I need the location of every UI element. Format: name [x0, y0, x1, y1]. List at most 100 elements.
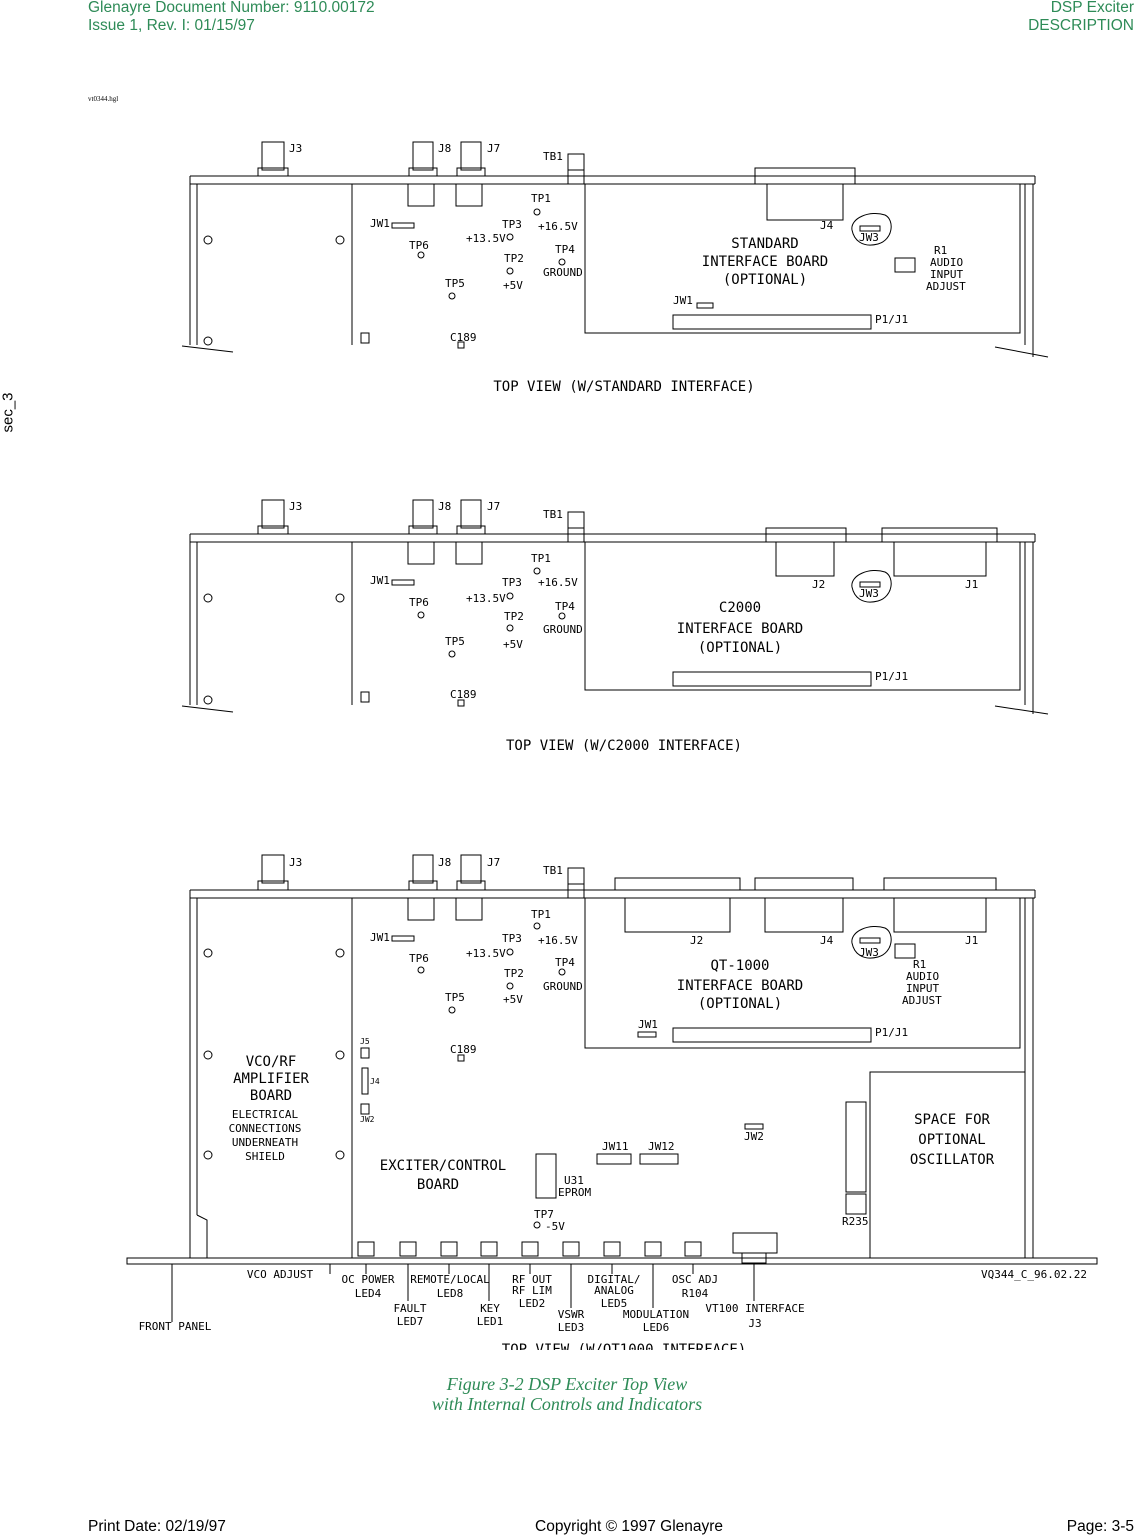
svg-text:TP3: TP3 [502, 576, 522, 589]
svg-text:INPUT: INPUT [930, 268, 963, 281]
svg-text:OC POWER: OC POWER [342, 1273, 395, 1286]
svg-text:OPTIONAL: OPTIONAL [918, 1132, 985, 1148]
svg-text:AMPLIFIER: AMPLIFIER [233, 1071, 309, 1087]
svg-text:TP4: TP4 [555, 600, 575, 613]
svg-text:R1: R1 [913, 958, 926, 971]
svg-text:(OPTIONAL): (OPTIONAL) [723, 272, 807, 288]
board-name-1: STANDARD [731, 236, 798, 252]
svg-text:R104: R104 [682, 1287, 709, 1300]
svg-text:JW3: JW3 [859, 946, 879, 959]
svg-text:TP2: TP2 [504, 610, 524, 623]
svg-text:J1: J1 [965, 578, 978, 591]
view-c2000: J3 J8 J7 TB1 TP1 +16.5V TP3 +13.5V TP4 G… [181, 499, 1049, 754]
svg-text:J3: J3 [748, 1317, 761, 1330]
svg-text:TP7: TP7 [534, 1208, 554, 1221]
svg-text:TB1: TB1 [543, 508, 563, 521]
svg-text:U31: U31 [564, 1174, 584, 1187]
svg-text:CONNECTIONS: CONNECTIONS [229, 1122, 302, 1135]
issue-rev: Issue 1, Rev. I: 01/15/97 [88, 17, 255, 34]
svg-text:+16.5V: +16.5V [538, 576, 578, 589]
label-j3: J3 [289, 142, 302, 155]
figure-caption: Figure 3-2 DSP Exciter Top View with Int… [0, 1374, 1134, 1414]
label-tp1: TP1 [531, 192, 551, 205]
svg-text:INTERFACE BOARD: INTERFACE BOARD [677, 621, 803, 637]
svg-text:JW11: JW11 [602, 1140, 629, 1153]
svg-text:JW1: JW1 [370, 931, 390, 944]
svg-text:JW3: JW3 [859, 587, 879, 600]
svg-text:ADJUST: ADJUST [926, 280, 966, 293]
svg-text:P1/J1: P1/J1 [875, 1026, 908, 1039]
label-jw3: JW3 [859, 231, 879, 244]
svg-text:(OPTIONAL): (OPTIONAL) [698, 640, 782, 656]
svg-text:BOARD: BOARD [417, 1177, 459, 1193]
label-j8: J8 [438, 142, 451, 155]
svg-text:INTERFACE BOARD: INTERFACE BOARD [702, 254, 828, 270]
svg-text:+5V: +5V [503, 993, 523, 1006]
svg-text:R235: R235 [842, 1215, 869, 1228]
copyright: Copyright © 1997 Glenayre [535, 1518, 724, 1535]
svg-text:J4: J4 [820, 934, 834, 947]
svg-text:LED5: LED5 [601, 1297, 628, 1310]
label-v5: +5V [503, 279, 523, 292]
svg-text:J3: J3 [289, 500, 302, 513]
svg-text:-5V: -5V [545, 1220, 565, 1233]
file-name: vt0344.hgl [88, 95, 119, 103]
svg-text:LED4: LED4 [355, 1287, 382, 1300]
svg-text:(OPTIONAL): (OPTIONAL) [698, 996, 782, 1012]
svg-text:J2: J2 [812, 578, 825, 591]
svg-text:ANALOG: ANALOG [594, 1284, 634, 1297]
svg-text:OSCILLATOR: OSCILLATOR [910, 1152, 995, 1168]
svg-text:TP6: TP6 [409, 596, 429, 609]
svg-text:MODULATION: MODULATION [623, 1308, 689, 1321]
svg-text:TP6: TP6 [409, 952, 429, 965]
svg-text:P1/J1: P1/J1 [875, 670, 908, 683]
svg-text:TP3: TP3 [502, 932, 522, 945]
svg-text:LED6: LED6 [643, 1321, 670, 1334]
svg-text:RF LIM: RF LIM [512, 1284, 552, 1297]
view-title-3: TOP VIEW (W/QT1000 INTERFACE) [502, 1342, 746, 1358]
page-number: Page: 3-5 [1066, 1518, 1134, 1535]
label-v135: +13.5V [466, 232, 506, 245]
svg-text:FRONT PANEL: FRONT PANEL [139, 1320, 212, 1333]
svg-text:INPUT: INPUT [906, 982, 939, 995]
svg-text:RF OUT: RF OUT [512, 1273, 552, 1286]
svg-text:+13.5V: +13.5V [466, 947, 506, 960]
section-name: DESCRIPTION [1028, 17, 1134, 34]
svg-text:+16.5V: +16.5V [538, 934, 578, 947]
svg-text:J8: J8 [438, 856, 451, 869]
svg-text:VCO/RF: VCO/RF [246, 1054, 297, 1070]
svg-text:VQ344_C_96.02.22: VQ344_C_96.02.22 [981, 1268, 1087, 1281]
label-tb1: TB1 [543, 150, 563, 163]
label-p1j1: P1/J1 [875, 313, 908, 326]
svg-text:VT100 INTERFACE: VT100 INTERFACE [705, 1302, 804, 1315]
product-name: DSP Exciter [1050, 0, 1134, 16]
svg-text:GROUND: GROUND [543, 980, 583, 993]
svg-text:J5: J5 [360, 1037, 370, 1046]
label-ground: GROUND [543, 266, 583, 279]
svg-text:DIGITAL/: DIGITAL/ [588, 1273, 641, 1286]
svg-text:GROUND: GROUND [543, 623, 583, 636]
svg-text:C189: C189 [450, 1043, 477, 1056]
label-jw1b: JW1 [673, 294, 693, 307]
svg-text:AUDIO: AUDIO [930, 256, 963, 269]
view-standard: J3 J8 J7 TB1 TP1 +16.5V TP3 +13.5V TP4 G… [181, 141, 1049, 395]
svg-text:J4: J4 [370, 1077, 380, 1086]
board-name-3: QT-1000 [710, 958, 769, 974]
label-tp4: TP4 [555, 243, 575, 256]
svg-text:J2: J2 [690, 934, 703, 947]
svg-text:LED2: LED2 [519, 1297, 546, 1310]
view-qt1000: J3 J8 J7 TB1 TP1 +16.5V TP3 +13.5V TP4 G… [126, 854, 1098, 1358]
svg-text:LED7: LED7 [397, 1315, 424, 1328]
label-tp6: TP6 [409, 239, 429, 252]
svg-text:JW1: JW1 [370, 574, 390, 587]
svg-text:JW12: JW12 [648, 1140, 675, 1153]
svg-text:J1: J1 [965, 934, 978, 947]
label-j4: J4 [820, 219, 834, 232]
label-tp2: TP2 [504, 252, 524, 265]
svg-text:ELECTRICAL: ELECTRICAL [232, 1108, 299, 1121]
label-tp3: TP3 [502, 218, 522, 231]
caption-line-2: with Internal Controls and Indicators [431, 1394, 703, 1414]
svg-text:VCO ADJUST: VCO ADJUST [247, 1268, 314, 1281]
svg-text:KEY: KEY [480, 1302, 500, 1315]
svg-text:LED1: LED1 [477, 1315, 504, 1328]
